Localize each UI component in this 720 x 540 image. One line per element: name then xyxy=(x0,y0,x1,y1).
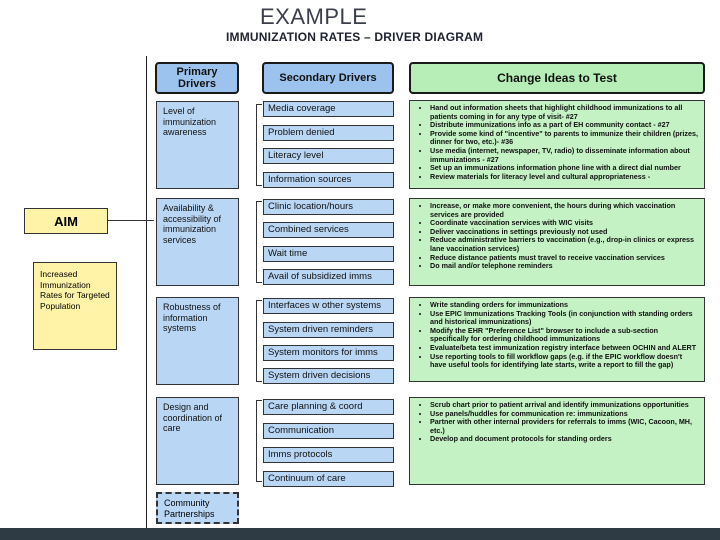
change-idea: Distribute immunizations info as a part … xyxy=(430,121,698,130)
slide-footer-bar xyxy=(0,528,720,540)
secondary-driver: Media coverage xyxy=(263,101,394,117)
primary-driver-care-coordination: Design and coordination of care xyxy=(156,397,239,485)
change-idea: Coordinate vaccination services with WIC… xyxy=(430,219,698,228)
bracket xyxy=(256,104,262,186)
aim-description: Increased Immunization Rates for Targete… xyxy=(33,262,117,350)
change-idea: Use EPIC Immunizations Tracking Tools (i… xyxy=(430,309,698,327)
change-idea: Write standing orders for immunizations xyxy=(430,300,698,310)
change-idea: Use reporting tools to fill workflow gap… xyxy=(430,352,698,370)
change-idea: Deliver vaccinations in settings previou… xyxy=(430,227,698,237)
change-idea: Evaluate/beta test immunization registry… xyxy=(430,343,698,353)
change-idea: Set up an immunizations information phon… xyxy=(430,164,698,173)
change-idea: Modify the EHR "Preference List" browser… xyxy=(430,326,698,344)
secondary-driver: Communication xyxy=(263,423,394,439)
change-idea: Use panels/huddles for communication re:… xyxy=(430,409,698,419)
change-idea: Hand out information sheets that highlig… xyxy=(430,103,698,121)
secondary-driver: Continuum of care xyxy=(263,471,394,487)
change-idea: Reduce distance patients must travel to … xyxy=(430,253,698,263)
secondary-driver: Imms protocols xyxy=(263,447,394,463)
secondary-driver: Problem denied xyxy=(263,125,394,141)
change-idea: Use media (internet, newspaper, TV, radi… xyxy=(430,146,698,164)
secondary-driver: Literacy level xyxy=(263,148,394,164)
primary-driver-availability: Availability & accessibility of immuniza… xyxy=(156,198,239,286)
change-ideas-header: Change Ideas to Test xyxy=(409,62,705,94)
aim-label: AIM xyxy=(24,208,108,234)
change-idea: Reduce administrative barriers to vaccin… xyxy=(430,236,698,253)
secondary-driver: Avail of subsidized imms xyxy=(263,269,394,285)
diagram-title: IMMUNIZATION RATES – DRIVER DIAGRAM xyxy=(226,30,484,44)
change-idea: Scrub chart prior to patient arrival and… xyxy=(430,400,698,410)
secondary-driver: Interfaces w other systems xyxy=(263,298,394,314)
change-idea: Provide some kind of "incentive" to pare… xyxy=(430,129,698,147)
secondary-driver: Combined services xyxy=(263,222,394,238)
secondary-drivers-header: Secondary Drivers xyxy=(262,62,394,94)
secondary-driver: System driven decisions xyxy=(263,368,394,384)
bracket xyxy=(256,300,262,382)
secondary-driver: System driven reminders xyxy=(263,322,394,338)
change-idea: Review materials for literacy level and … xyxy=(430,172,698,182)
change-ideas-care-coordination: Scrub chart prior to patient arrival and… xyxy=(409,397,705,485)
example-heading: EXAMPLE xyxy=(260,4,368,29)
primary-drivers-header: Primary Drivers xyxy=(155,62,239,94)
change-idea: Do mail and/or telephone reminders xyxy=(430,262,698,271)
bracket xyxy=(256,400,262,482)
secondary-driver: Wait time xyxy=(263,246,394,262)
bracket xyxy=(256,201,262,283)
secondary-driver: Care planning & coord xyxy=(263,399,394,415)
primary-driver-awareness: Level of immunization awareness xyxy=(156,101,239,189)
diagram-frame xyxy=(146,56,720,528)
secondary-driver: Information sources xyxy=(263,172,394,188)
primary-driver-information-systems: Robustness of information systems xyxy=(156,297,239,385)
community-partnerships: Community Partnerships xyxy=(156,492,239,524)
change-idea: Increase, or make more convenient, the h… xyxy=(430,201,698,219)
change-ideas-awareness: Hand out information sheets that highlig… xyxy=(409,100,705,189)
change-ideas-availability: Increase, or make more convenient, the h… xyxy=(409,198,705,286)
secondary-driver: Clinic location/hours xyxy=(263,199,394,215)
aim-connector xyxy=(108,220,154,221)
change-ideas-information-systems: Write standing orders for immunizations … xyxy=(409,297,705,382)
secondary-driver: System monitors for imms xyxy=(263,345,394,361)
change-idea: Partner with other internal providers fo… xyxy=(430,417,698,435)
change-idea: Develop and document protocols for stand… xyxy=(430,435,698,444)
